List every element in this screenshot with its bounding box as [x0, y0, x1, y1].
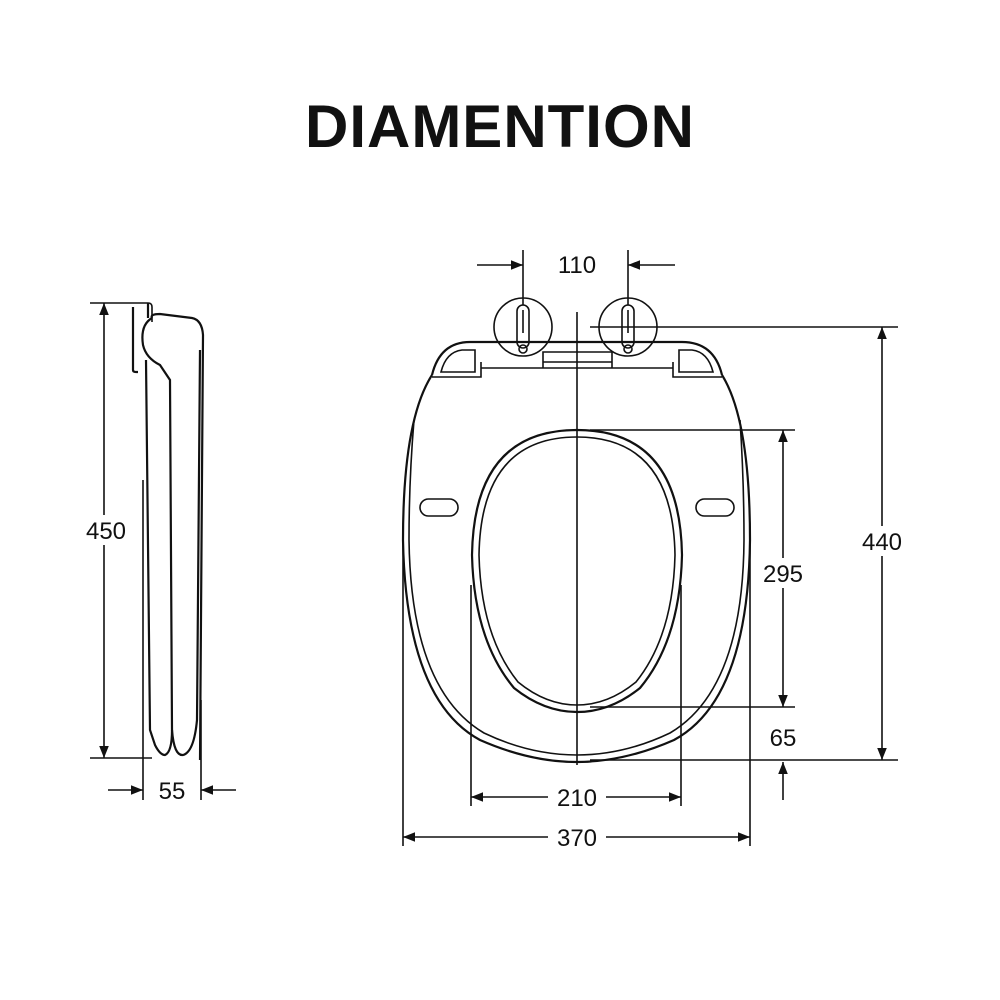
hinge-left	[493, 297, 553, 357]
side-view: 450 55	[82, 302, 236, 805]
mounting-slot-left	[419, 498, 459, 517]
dim-label-450: 450	[86, 518, 126, 545]
dim-label-110: 110	[558, 252, 596, 279]
dim-label-55: 55	[159, 778, 186, 805]
dim-label-65: 65	[770, 725, 797, 752]
mounting-slot-right	[695, 498, 735, 517]
dim-label-440: 440	[862, 529, 902, 556]
dim-label-370: 370	[557, 825, 597, 852]
top-view: 110 440 295 65 210 370	[401, 250, 906, 852]
page-title: DIAMENTION	[305, 93, 695, 160]
dim-label-210: 210	[557, 785, 597, 812]
dim-label-295: 295	[763, 561, 803, 588]
